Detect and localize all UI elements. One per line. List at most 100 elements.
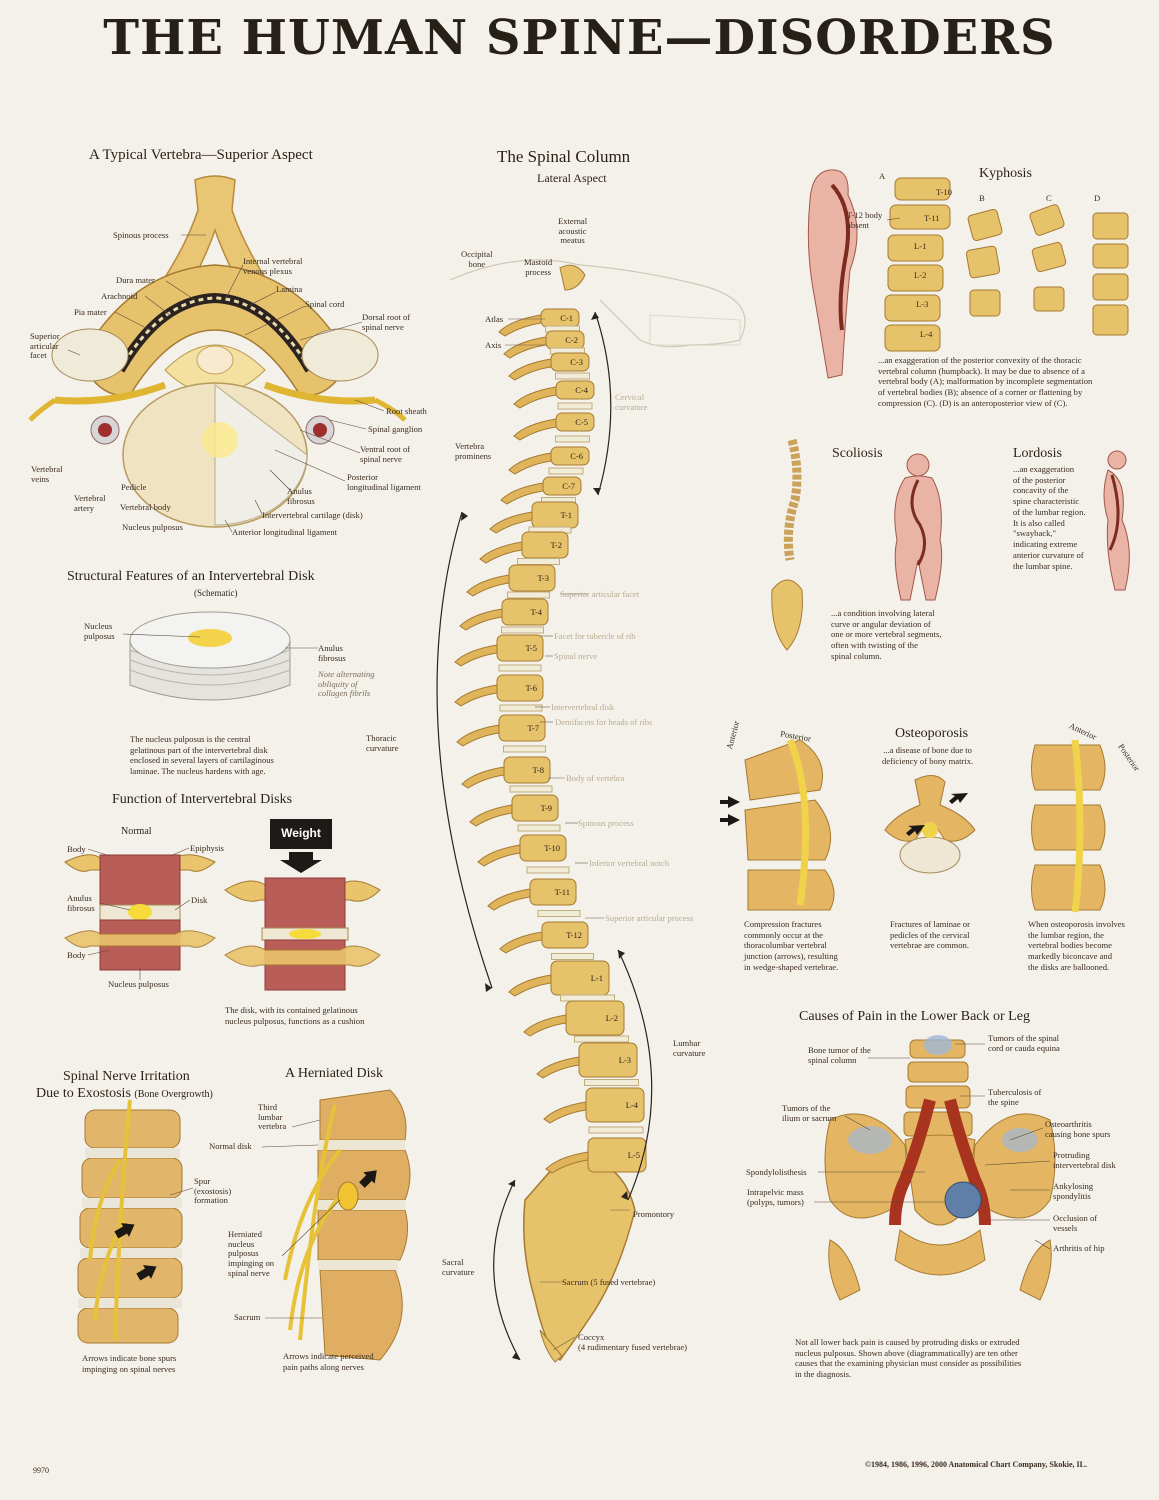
spinous-process-t-2 bbox=[479, 541, 523, 564]
disk-structure-heading: Structural Features of an Intervertebral… bbox=[67, 569, 315, 584]
label-spinal-nerve: Spinal nerve bbox=[554, 651, 598, 661]
kyphosis-letter-a: A bbox=[879, 171, 886, 181]
kyphosis-caption: ...an exaggeration of the posterior conv… bbox=[878, 355, 1093, 408]
label-coccyx: Coccyx (4 rudimentary fused vertebrae) bbox=[578, 1332, 688, 1352]
label-dorsal-root: Dorsal root of spinal nerve bbox=[362, 312, 411, 332]
pain-tumors-cord: Tumors of the spinal cord or cauda equin… bbox=[988, 1033, 1060, 1053]
vertebra-label-t-7: T-7 bbox=[528, 723, 540, 733]
label-atlas: Atlas bbox=[485, 314, 504, 324]
vertebra-label-c-6: C-6 bbox=[570, 451, 583, 461]
intervertebral-disk-t-11 bbox=[537, 910, 581, 917]
spinous-process-c-2 bbox=[503, 336, 547, 359]
spinous-process-t-11 bbox=[487, 888, 531, 911]
third-lumbar-label: Third lumbar vertebra bbox=[258, 1102, 287, 1132]
kyphosis-l4: L-4 bbox=[920, 329, 933, 339]
kyphosis-l2: L-2 bbox=[914, 270, 927, 280]
nerve-irritation-caption: Arrows indicate bone spurs impinging on … bbox=[82, 1353, 177, 1374]
spinous-process-t-12 bbox=[499, 931, 543, 954]
disk-structure-subheading: (Schematic) bbox=[194, 588, 238, 598]
intervertebral-disk-c-5 bbox=[555, 435, 590, 443]
intervertebral-disk-c-6 bbox=[548, 467, 584, 475]
function-anulus: Anulus fibrosus bbox=[67, 893, 95, 913]
spinous-process-l-3 bbox=[536, 1056, 580, 1079]
function-body-top: Body bbox=[67, 844, 86, 854]
label-spinal-ganglion: Spinal ganglion bbox=[368, 424, 423, 434]
spinous-process-c-4 bbox=[513, 386, 557, 409]
nerve-irritation-heading-2: Due to Exostosis bbox=[36, 1086, 131, 1101]
disk-structure-caption: The nucleus pulposus is the central gela… bbox=[130, 734, 274, 777]
label-lumbar-curvature: Lumbar curvature bbox=[673, 1038, 706, 1058]
copyright: ©1984, 1986, 1996, 2000 Anatomical Chart… bbox=[865, 1460, 1087, 1469]
vertebra-label-t-11: T-11 bbox=[555, 887, 570, 897]
spinous-process-l-5 bbox=[545, 1151, 589, 1174]
vertebra-label-t-3: T-3 bbox=[538, 573, 550, 583]
label-sacral-curvature: Sacral curvature bbox=[442, 1257, 475, 1277]
sacrum-label-herniated: Sacrum bbox=[234, 1312, 261, 1322]
function-body-bottom: Body bbox=[67, 950, 86, 960]
label-cervical-curvature: Cervical curvature bbox=[615, 392, 648, 412]
kyphosis-heading: Kyphosis bbox=[979, 166, 1032, 181]
herniated-caption: Arrows indicate perceived pain paths alo… bbox=[283, 1351, 374, 1372]
label-superior-process: Superior articular process bbox=[605, 913, 694, 923]
nerve-irritation-heading-small: (Bone Overgrowth) bbox=[134, 1089, 213, 1100]
vertebra-label-t-4: T-4 bbox=[531, 607, 543, 617]
herniated-np-label: Herniated nucleus pulposus impinging on … bbox=[228, 1229, 275, 1278]
spinous-process-l-4 bbox=[543, 1101, 587, 1124]
label-vertebral-artery: Vertebral artery bbox=[74, 493, 106, 513]
function-epiphysis: Epiphysis bbox=[190, 843, 224, 853]
vertebra-label-t-5: T-5 bbox=[526, 643, 538, 653]
intervertebral-disk-l-2 bbox=[574, 1035, 629, 1043]
kyphosis-t12-absent: T-12 body absent bbox=[847, 210, 883, 230]
spur-label: Spur (exostosis) formation bbox=[194, 1176, 232, 1206]
label-axis: Axis bbox=[485, 340, 502, 350]
label-vertebral-veins: Vertebral veins bbox=[31, 464, 63, 484]
intervertebral-disk-t-9 bbox=[517, 824, 561, 832]
nerve-irritation-heading-1: Spinal Nerve Irritation bbox=[63, 1069, 190, 1084]
kyphosis-letter-b: B bbox=[979, 193, 985, 203]
intervertebral-disk-l-3 bbox=[584, 1079, 639, 1086]
vertebra-label-t-12: T-12 bbox=[566, 930, 582, 940]
pain-tumors-ilium: Tumors of the ilium or sacrum bbox=[782, 1103, 837, 1123]
spinal-column-heading: The Spinal Column bbox=[497, 147, 631, 166]
label-demifacets: Demifacets for heads of ribs bbox=[555, 717, 653, 727]
scoliosis-caption: ...a condition involving lateral curve o… bbox=[831, 608, 942, 661]
intervertebral-disk-t-8 bbox=[509, 785, 553, 793]
intervertebral-disk-t-3 bbox=[507, 591, 550, 599]
osteo-caption-right: When osteoporosis involves the lumbar re… bbox=[1028, 919, 1125, 972]
pain-protruding: Protruding intervertebral disk bbox=[1053, 1150, 1116, 1170]
weight-box: Weight bbox=[270, 819, 332, 849]
function-disk: Disk bbox=[191, 895, 208, 905]
label-body-vertebra: Body of vertebra bbox=[566, 773, 625, 783]
vertebra-label-t-2: T-2 bbox=[551, 540, 563, 550]
label-anterior-ligament: Anterior longitudinal ligament bbox=[232, 527, 338, 537]
spinous-process-t-5 bbox=[454, 644, 498, 667]
label-thoracic-curvature: Thoracic curvature bbox=[366, 733, 399, 753]
pain-osteoarthritis: Osteoarthritis causing bone spurs bbox=[1045, 1119, 1111, 1139]
label-vertebra-prominens: Vertebra prominens bbox=[455, 441, 492, 461]
vertebra-label-c-1: C-1 bbox=[560, 313, 573, 323]
vertebra-label-t-10: T-10 bbox=[544, 843, 560, 853]
label-anulus: Anulus fibrosus bbox=[287, 486, 315, 506]
spinous-process-t-4 bbox=[459, 608, 503, 631]
osteoporosis-heading: Osteoporosis bbox=[895, 726, 969, 741]
osteoporosis-subheading: ...a disease of bone due to deficiency o… bbox=[882, 745, 974, 766]
label-nucleus-pulposus: Nucleus pulposus bbox=[122, 522, 183, 532]
disk-anulus-label: Anulus fibrosus bbox=[318, 643, 346, 663]
label-lamina: Lamina bbox=[276, 284, 303, 294]
spinous-process-t-3 bbox=[466, 574, 510, 597]
osteo-caption-left: Compression fractures commonly occur at … bbox=[744, 919, 839, 972]
vertebra-label-c-3: C-3 bbox=[570, 357, 583, 367]
spinous-process-c-3 bbox=[508, 358, 552, 381]
intervertebral-disk-l-4 bbox=[588, 1126, 644, 1134]
label-pedicle: Pedicle bbox=[121, 482, 147, 492]
disk-function-normal: Normal bbox=[121, 826, 152, 837]
spinous-process-c-6 bbox=[508, 452, 552, 475]
kyphosis-t10: T-10 bbox=[936, 187, 952, 197]
vertebra-label-l-1: L-1 bbox=[591, 973, 603, 983]
label-internal-plexus: Internal vertebral venous plexus bbox=[243, 256, 303, 276]
scoliosis-heading: Scoliosis bbox=[832, 446, 883, 461]
